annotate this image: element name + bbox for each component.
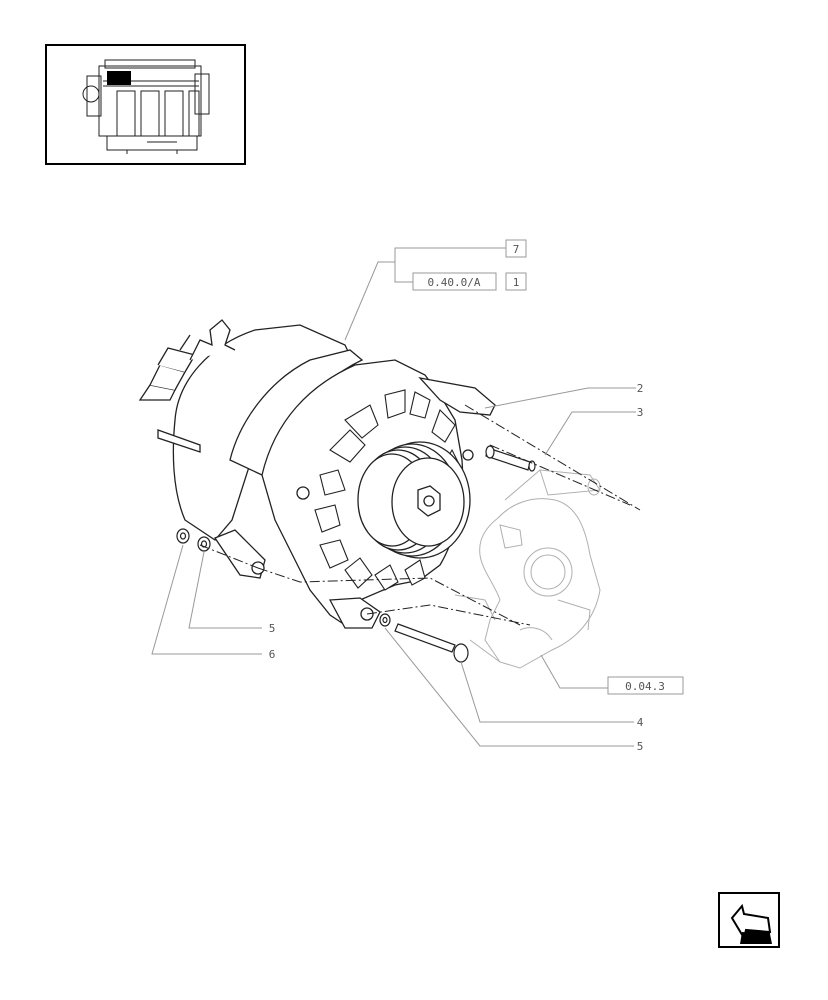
- callout-item-6: 6: [269, 648, 276, 661]
- alternator: [138, 319, 496, 629]
- leader-lines: [151, 247, 636, 747]
- back-navigation-button[interactable]: [718, 892, 780, 948]
- engine-thumbnail: [45, 44, 246, 165]
- callout-ref-1: 1: [513, 276, 520, 289]
- callout-item-3: 3: [637, 406, 644, 419]
- callout-item-4: 4: [637, 716, 644, 729]
- callout-ref-7: 7: [513, 243, 520, 256]
- callout-item-2: 2: [637, 382, 644, 395]
- callout-ref-engine[interactable]: 0.04.3: [625, 680, 665, 693]
- back-arrow-icon: [730, 903, 772, 944]
- callout-item-5-bottom: 5: [637, 740, 644, 753]
- callout-item-5-left: 5: [269, 622, 276, 635]
- callout-ref-group[interactable]: 0.40.0/A: [428, 276, 481, 289]
- callout-boxes: [412, 239, 684, 695]
- alternator-highlight: [107, 71, 131, 85]
- assembly-lines: [199, 404, 641, 626]
- engine-mounting-bracket: [454, 469, 601, 669]
- long-bolt: [394, 623, 456, 653]
- engine-thumbnail-drawing: [82, 59, 210, 154]
